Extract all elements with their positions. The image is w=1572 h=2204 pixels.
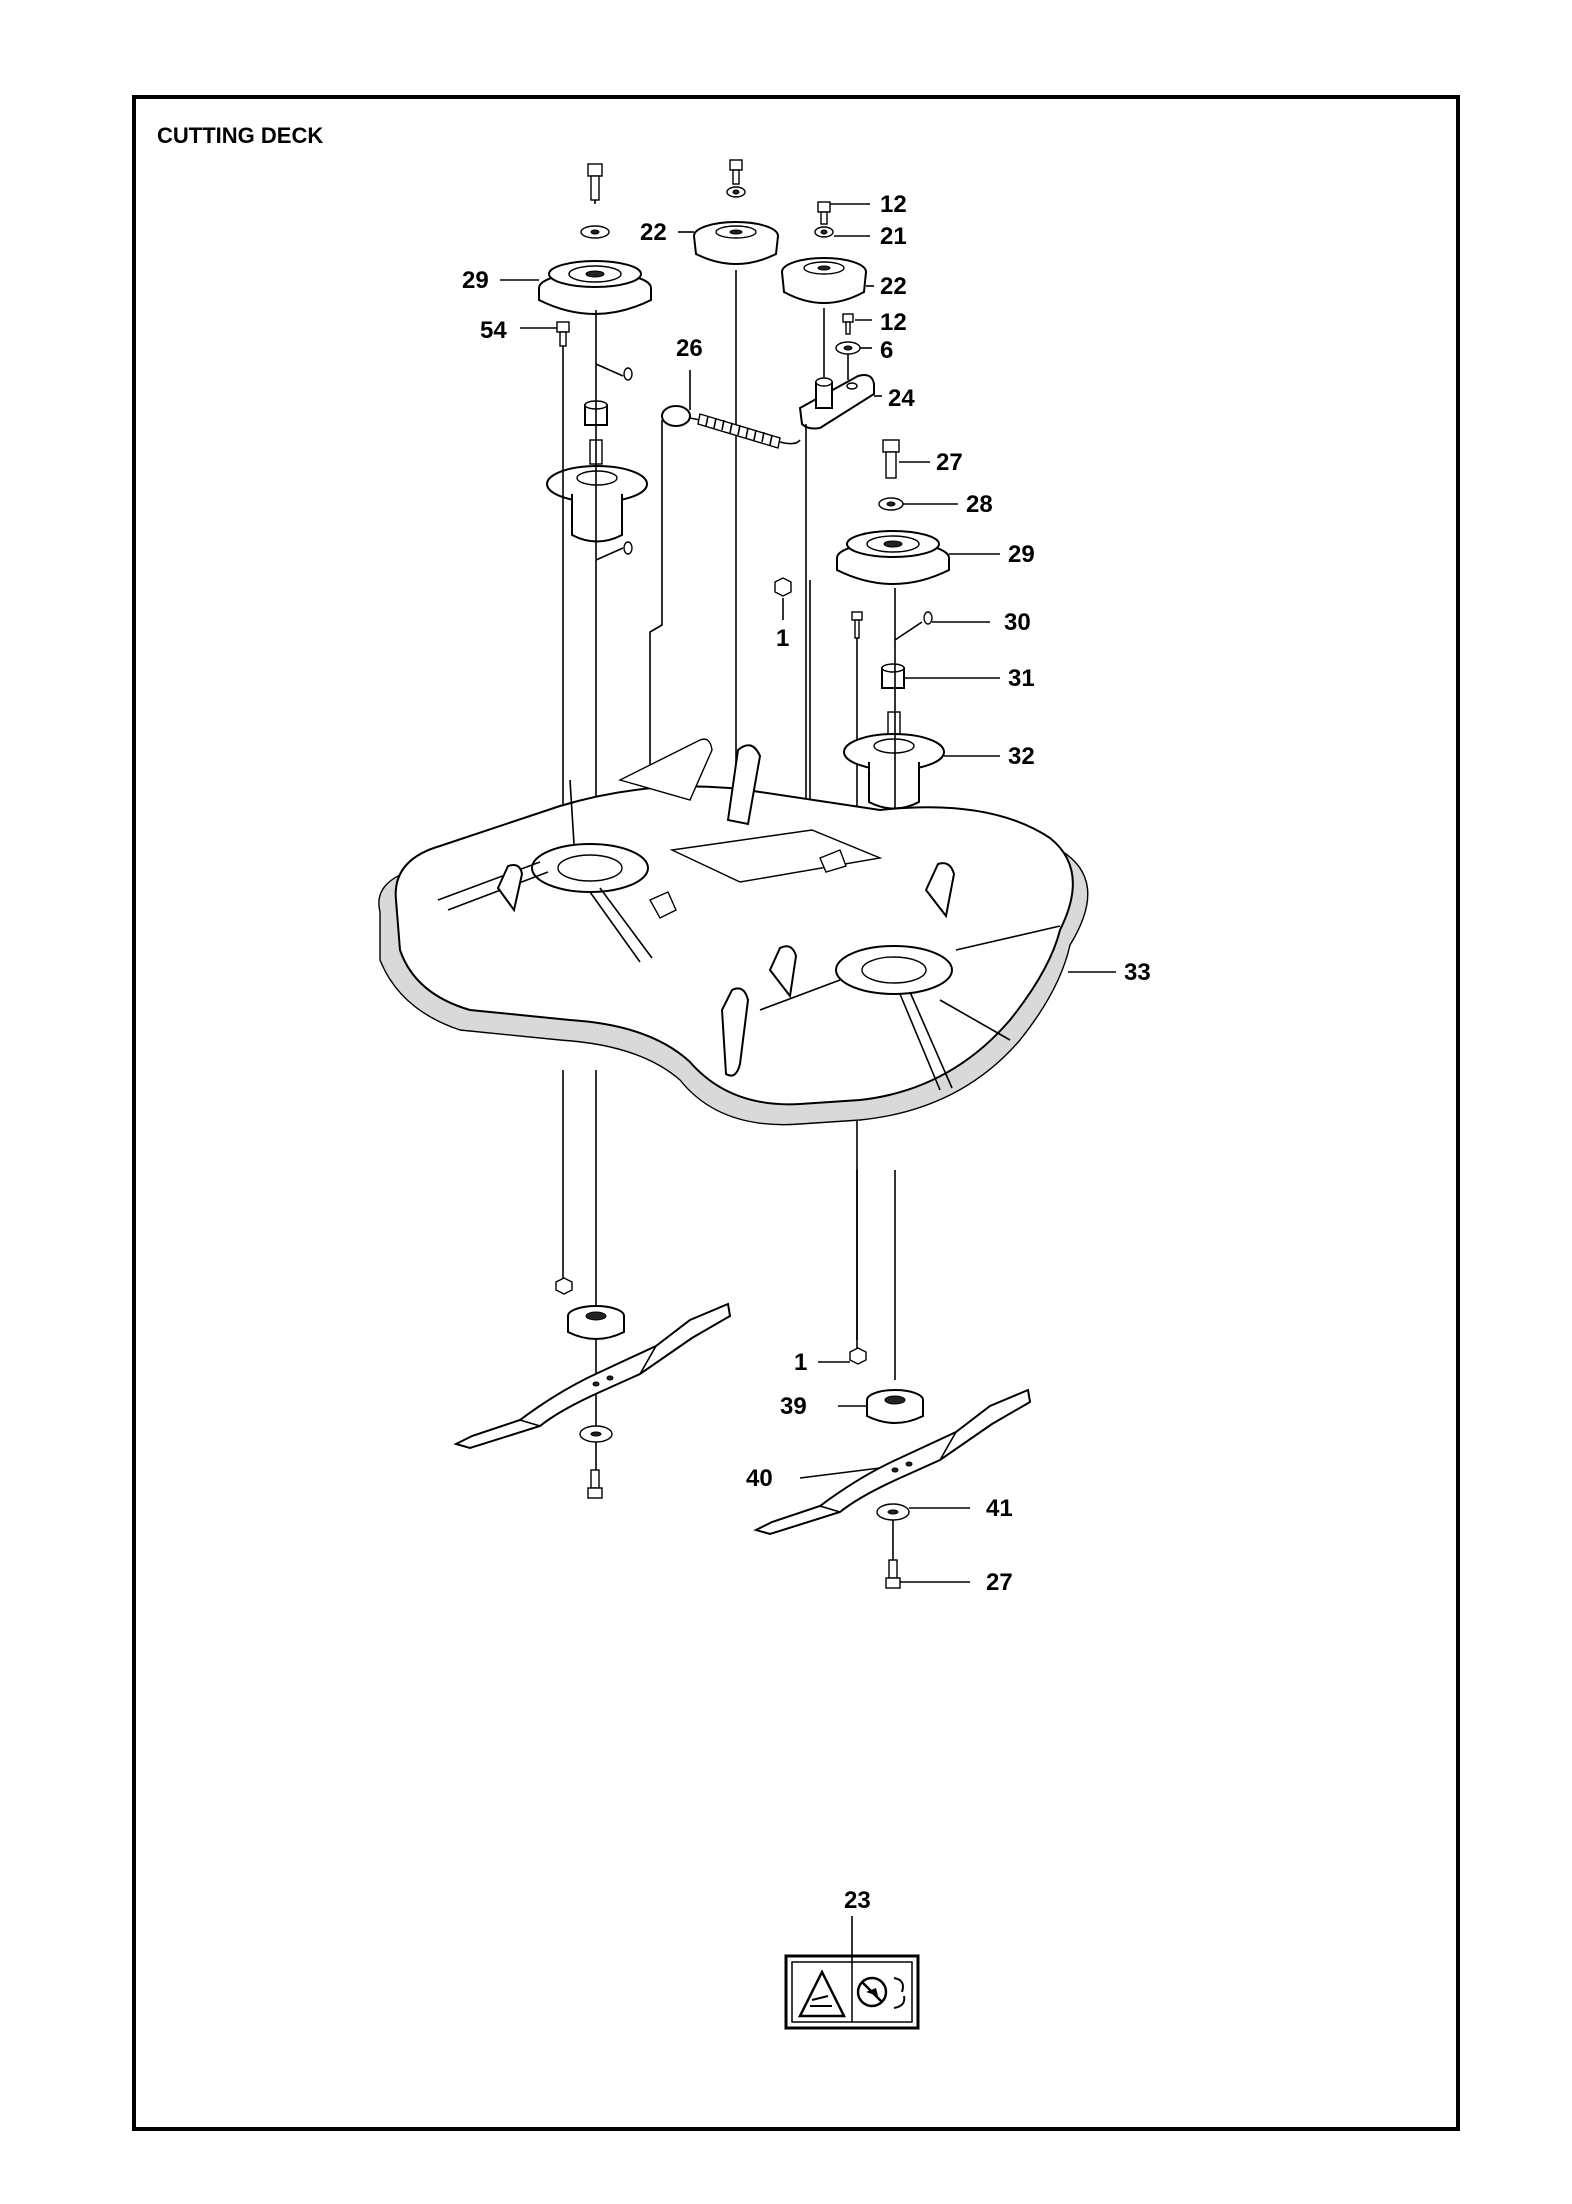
callout-40: 40 [746,1465,773,1492]
page-title: CUTTING DECK [157,123,323,148]
callout-30: 30 [1004,609,1031,636]
bolt-54 [556,321,570,840]
callout-39: 39 [780,1393,807,1420]
right-idler-stack [781,201,867,380]
callout-6: 6 [880,337,893,364]
spring-26 [649,405,801,850]
callout-22: 22 [640,219,667,246]
callout-27: 27 [936,449,963,476]
callout-26: 26 [676,335,703,362]
leader-lines [500,203,1116,1583]
callout-22: 22 [880,273,907,300]
callout-32: 32 [1008,743,1035,770]
callout-33: 33 [1124,959,1151,986]
right-blade-stack [753,1347,1032,1589]
callout-41: 41 [986,1495,1013,1522]
page-border [132,95,1460,2131]
callout-54: 54 [480,317,507,344]
warning-decal-23 [784,1916,920,2030]
callout-21: 21 [880,223,907,250]
idler-arm-24 [798,374,875,850]
callout-27: 27 [986,1569,1013,1596]
cutting-deck-33 [378,738,1089,1470]
callout-1: 1 [776,625,789,652]
left-spindle-stack [538,163,652,860]
callout-31: 31 [1008,665,1035,692]
callout-24: 24 [888,385,915,412]
callout-1: 1 [794,1349,807,1376]
center-idler-stack [693,159,779,770]
left-blade-stack [453,1277,732,1499]
callout-23: 23 [844,1887,871,1914]
callout-12: 12 [880,309,907,336]
callout-29: 29 [1008,541,1035,568]
callout-29: 29 [462,267,489,294]
callout-28: 28 [966,491,993,518]
callout-12: 12 [880,191,907,218]
